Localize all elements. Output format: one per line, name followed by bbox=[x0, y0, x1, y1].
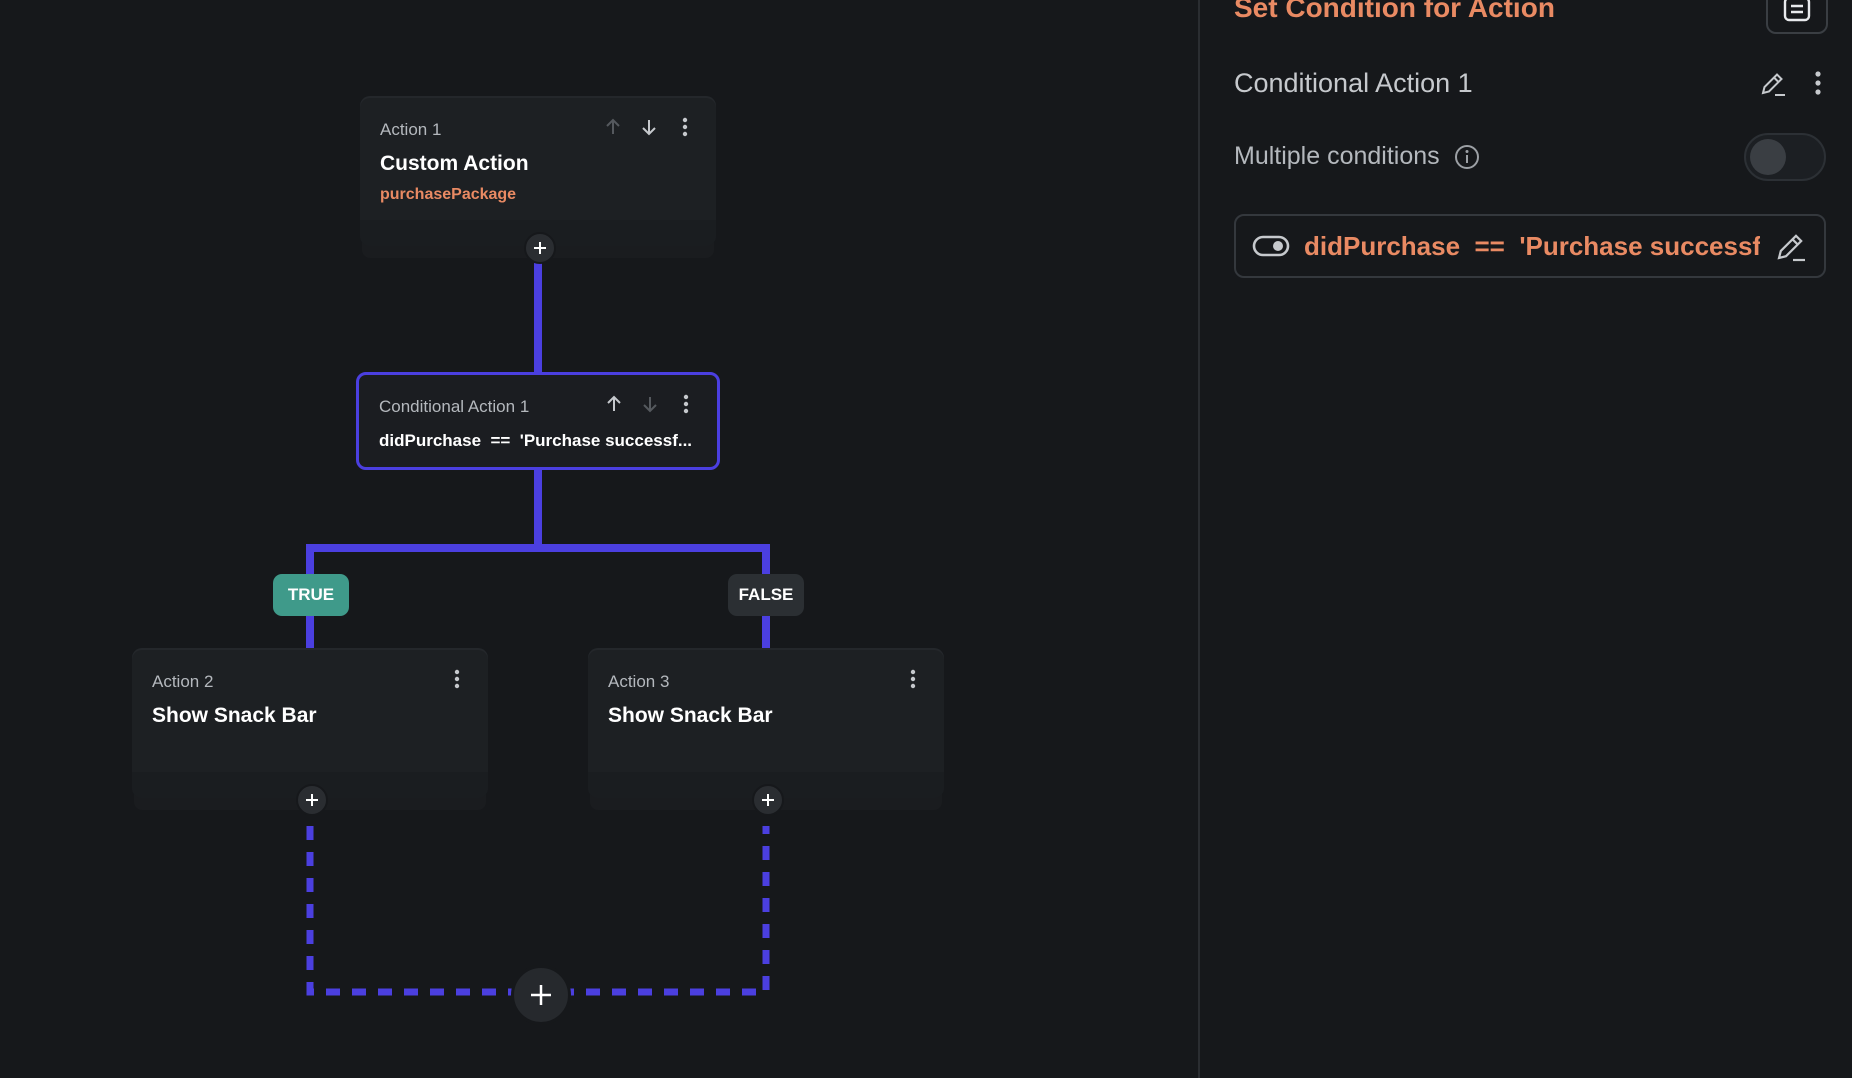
condition-text: didPurchase == 'Purchase successful!' bbox=[1304, 230, 1760, 261]
multiple-conditions-label: Multiple conditions bbox=[1234, 142, 1440, 170]
action-tools bbox=[600, 114, 698, 140]
action-title: Custom Action bbox=[380, 152, 529, 175]
conditional-action-name: Conditional Action 1 bbox=[1234, 68, 1473, 98]
true-branch-badge: TRUE bbox=[273, 574, 349, 616]
action-title: Show Snack Bar bbox=[152, 704, 317, 727]
multiple-conditions-row: Multiple conditions bbox=[1234, 142, 1480, 171]
action-subtitle: purchasePackage bbox=[380, 186, 517, 203]
conditional-expression: didPurchase == 'Purchase successf... bbox=[379, 431, 693, 450]
action-label: Action 2 bbox=[152, 672, 214, 691]
edit-icon[interactable] bbox=[1774, 229, 1808, 263]
edit-icon[interactable] bbox=[1756, 66, 1790, 100]
move-down-icon[interactable] bbox=[636, 114, 662, 140]
plus-icon bbox=[531, 985, 551, 1005]
toggle-knob bbox=[1750, 139, 1786, 175]
action-title: Show Snack Bar bbox=[608, 704, 773, 727]
action-card-3[interactable]: Action 3 Show Snack Bar bbox=[588, 648, 944, 798]
toggle-icon bbox=[1252, 235, 1290, 257]
docs-icon bbox=[1783, 0, 1811, 22]
more-vert-icon[interactable] bbox=[672, 114, 698, 140]
conditional-label: Conditional Action 1 bbox=[379, 397, 530, 416]
more-vert-icon[interactable] bbox=[444, 666, 470, 692]
more-vert-icon[interactable] bbox=[1808, 66, 1828, 100]
false-branch-label: FALSE bbox=[738, 585, 794, 604]
multiple-conditions-toggle[interactable] bbox=[1744, 133, 1826, 181]
move-down-icon[interactable] bbox=[637, 391, 663, 417]
move-up-icon[interactable] bbox=[600, 114, 626, 140]
action-tools bbox=[900, 666, 926, 692]
action-label: Action 3 bbox=[608, 672, 670, 691]
action-tools bbox=[444, 666, 470, 692]
more-vert-icon[interactable] bbox=[900, 666, 926, 692]
condition-expression-field[interactable]: didPurchase == 'Purchase successful!' bbox=[1234, 214, 1826, 278]
true-branch-label: TRUE bbox=[287, 585, 335, 604]
false-branch-badge: FALSE bbox=[728, 574, 804, 616]
panel-title: Set Condition for Action bbox=[1234, 0, 1555, 23]
conditional-action-card[interactable]: Conditional Action 1 didPurchase == 'Pur… bbox=[356, 372, 720, 470]
add-action-button[interactable] bbox=[524, 232, 556, 264]
plus-icon bbox=[306, 794, 318, 806]
add-action-button[interactable] bbox=[296, 784, 328, 816]
action-card-2[interactable]: Action 2 Show Snack Bar bbox=[132, 648, 488, 798]
move-up-icon[interactable] bbox=[601, 391, 627, 417]
docs-button[interactable] bbox=[1766, 0, 1828, 34]
action-card-1[interactable]: Action 1 Custom Action purchasePackage bbox=[360, 96, 716, 246]
more-vert-icon[interactable] bbox=[673, 391, 699, 417]
flow-canvas[interactable]: Action 1 Custom Action purchasePackage C… bbox=[0, 0, 1198, 1078]
add-action-button[interactable] bbox=[752, 784, 784, 816]
plus-icon bbox=[534, 242, 546, 254]
plus-icon bbox=[762, 794, 774, 806]
action-name-tools bbox=[1756, 66, 1828, 100]
add-after-branches-button[interactable] bbox=[511, 965, 571, 1025]
conditional-tools bbox=[601, 391, 699, 417]
info-icon[interactable] bbox=[1454, 144, 1480, 170]
condition-panel: Set Condition for Action Conditional Act… bbox=[1198, 0, 1852, 1078]
action-label: Action 1 bbox=[380, 120, 442, 139]
